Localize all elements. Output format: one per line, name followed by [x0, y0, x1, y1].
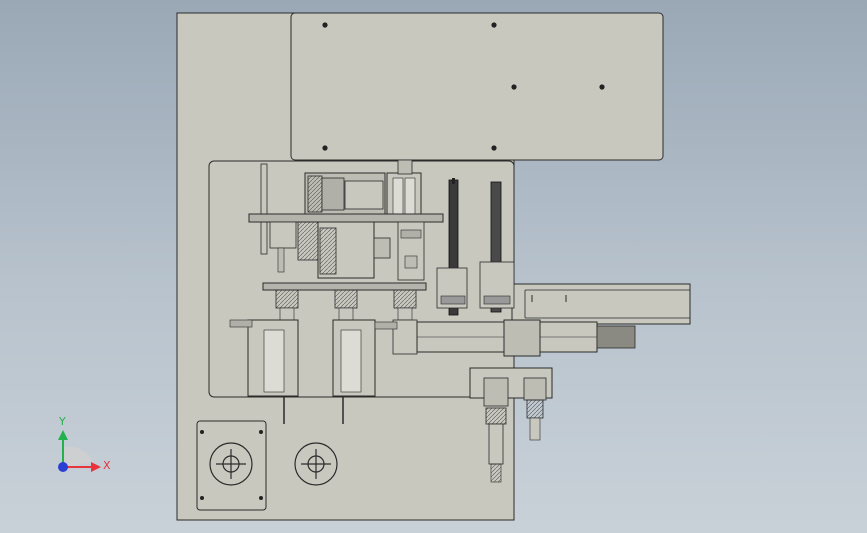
cover-mounting-holes [322, 22, 605, 151]
conveyor-arm [511, 283, 691, 325]
left-guide-rail [260, 163, 268, 255]
spindle-3 [393, 289, 417, 321]
fan-screws [200, 430, 263, 500]
spindle-carrier-bar [262, 282, 427, 291]
mounting-beam [248, 213, 444, 223]
fan-vent-right [294, 442, 338, 486]
screw-spindle-2 [523, 377, 547, 441]
z-axis-dot [58, 462, 68, 472]
top-cover-plate [290, 12, 664, 161]
axis-triad[interactable] [58, 430, 101, 472]
y-axis-arrow [58, 430, 68, 440]
spindle-2 [334, 289, 358, 321]
vertical-actuator-left [229, 319, 299, 424]
linear-slide-module [392, 319, 636, 357]
y-axis-label: Y [59, 415, 66, 428]
screw-spindle-1 [483, 377, 509, 483]
x-axis-arrow [91, 462, 101, 472]
upper-shaft-assembly [397, 221, 425, 281]
motor-assembly [304, 159, 422, 222]
x-axis-label: X [103, 459, 111, 472]
spindle-1 [275, 289, 299, 321]
vertical-actuator-bar-2 [490, 181, 502, 313]
gear-drive [269, 221, 391, 279]
z-axis-ring [63, 446, 93, 468]
vertical-actuator-mid [332, 319, 398, 424]
fan-vent-left [209, 442, 253, 486]
